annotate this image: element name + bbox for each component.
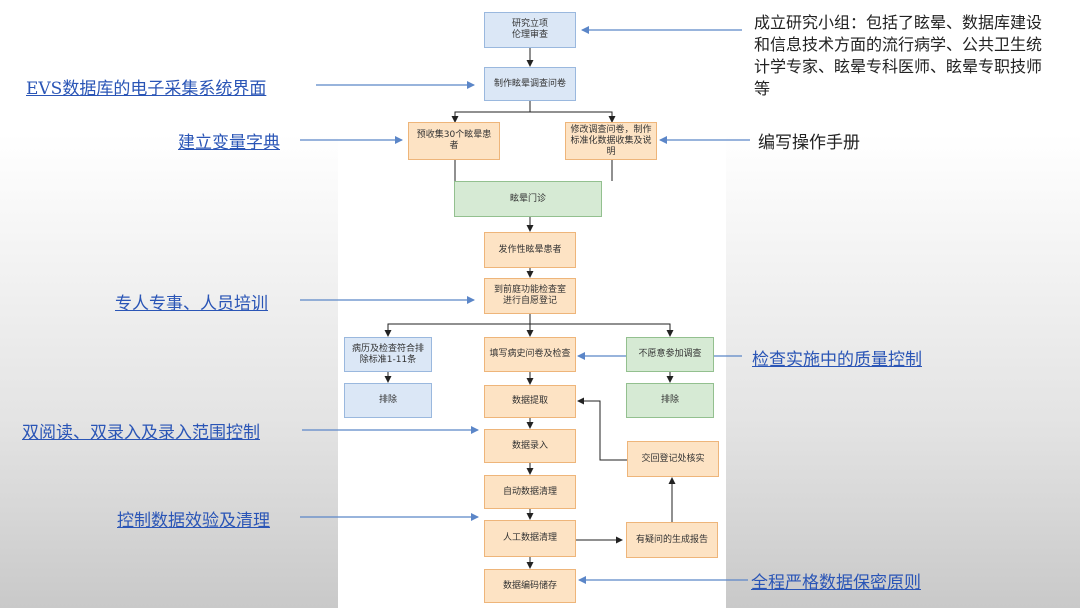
node-return-verify: 交回登记处核实 bbox=[627, 441, 719, 477]
annotation-evs-interface[interactable]: EVS数据库的电子采集系统界面 bbox=[26, 79, 267, 99]
node-voluntary-registration: 到前庭功能检查室 进行自愿登记 bbox=[484, 278, 576, 314]
annotation-double-entry[interactable]: 双阅读、双录入及录入范围控制 bbox=[22, 423, 260, 443]
node-fill-history: 填写病史问卷及检查 bbox=[484, 337, 576, 372]
node-pre-collect: 预收集30个眩晕患者 bbox=[408, 122, 500, 160]
node-data-entry: 数据录入 bbox=[484, 429, 576, 463]
flow-connectors bbox=[384, 48, 676, 569]
annotation-research-group: 成立研究小组：包括了眩晕、数据库建设和信息技术方面的流行病学、公共卫生统计学专家… bbox=[754, 13, 1043, 98]
annotation-data-confidentiality[interactable]: 全程严格数据保密原则 bbox=[751, 573, 921, 593]
annotation-operation-manual: 编写操作手册 bbox=[758, 133, 860, 153]
node-auto-cleaning: 自动数据清理 bbox=[484, 475, 576, 509]
annotation-quality-control[interactable]: 检查实施中的质量控制 bbox=[752, 350, 922, 370]
node-episodic-patients: 发作性眩晕患者 bbox=[484, 232, 576, 268]
node-manual-cleaning: 人工数据清理 bbox=[484, 520, 576, 557]
node-data-extraction: 数据提取 bbox=[484, 385, 576, 418]
node-unwilling: 不愿意参加调查 bbox=[626, 337, 714, 372]
node-exclusion-criteria: 病历及检查符合排除标准1-11条 bbox=[344, 337, 432, 372]
node-exclude-right: 排除 bbox=[626, 383, 714, 418]
node-query-report: 有疑问的生成报告 bbox=[626, 522, 718, 558]
node-make-questionnaire: 制作眩晕调查问卷 bbox=[484, 67, 576, 101]
annotation-data-validation[interactable]: 控制数据效验及清理 bbox=[117, 511, 270, 531]
annotation-staff-training[interactable]: 专人专事、人员培训 bbox=[115, 294, 268, 314]
node-data-encoding: 数据编码储存 bbox=[484, 569, 576, 603]
node-project-ethics: 研究立项 伦理审查 bbox=[484, 12, 576, 48]
node-exclude-left: 排除 bbox=[344, 383, 432, 418]
node-vertigo-clinic: 眩晕门诊 bbox=[454, 181, 602, 217]
node-revise-questionnaire: 修改调查问卷，制作标准化数据收集及说明 bbox=[565, 122, 657, 160]
annotation-variable-dictionary[interactable]: 建立变量字典 bbox=[178, 133, 280, 153]
